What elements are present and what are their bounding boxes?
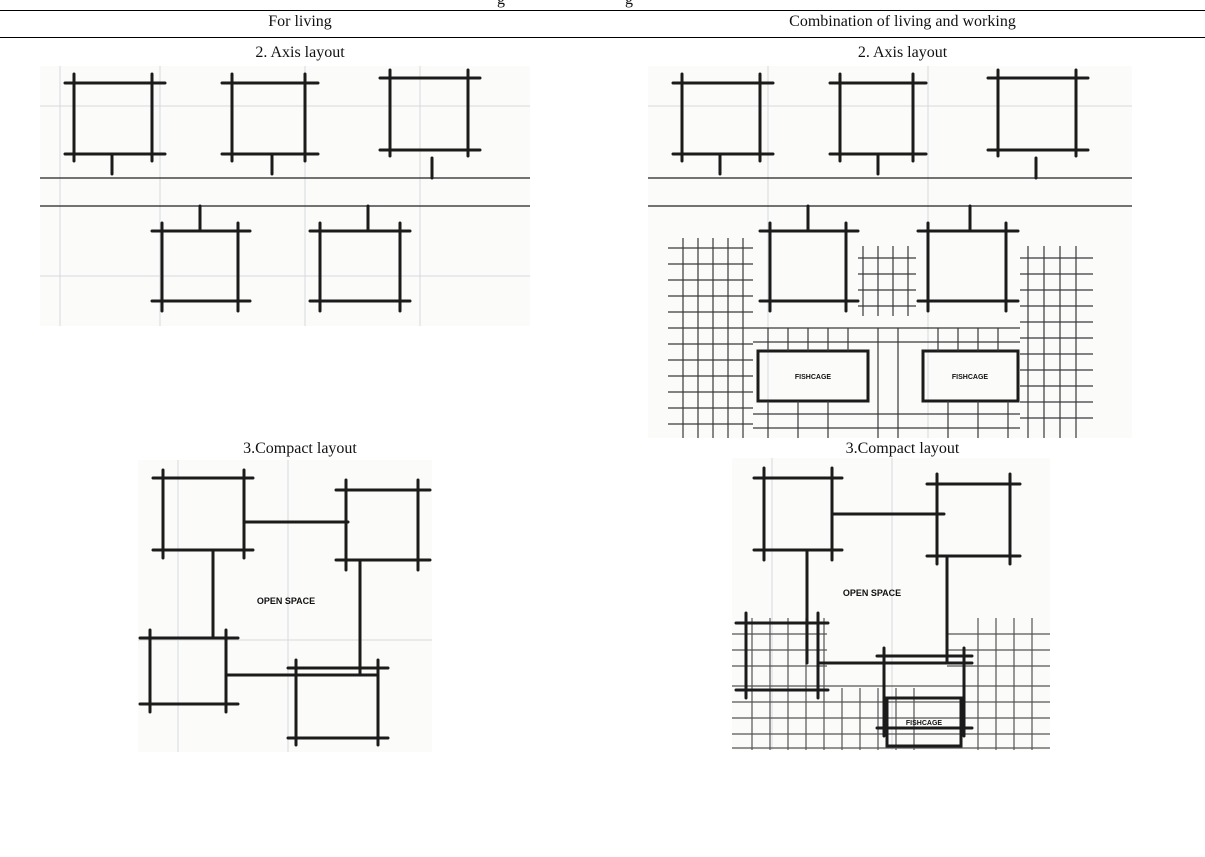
fishcage-label-1: FISHCAGE bbox=[795, 374, 832, 381]
caption-fragment-2: g bbox=[625, 0, 633, 9]
compact-layout-living-sketch: OPEN SPACE bbox=[138, 460, 432, 752]
column-header-living-working: Combination of living and working bbox=[789, 13, 1016, 30]
header-rule bbox=[0, 37, 1205, 38]
open-space-label-left: OPEN SPACE bbox=[257, 596, 315, 606]
compact-layout-living-working-sketch: OPEN SPACE FISHCAGE bbox=[732, 458, 1050, 750]
row-title-axis-right: 2. Axis layout bbox=[857, 44, 948, 61]
fishcage-label-2: FISHCAGE bbox=[952, 374, 989, 381]
column-header-living: For living bbox=[268, 13, 332, 30]
fishcage-label-3: FISHCAGE bbox=[906, 720, 943, 727]
row-title-compact-left: 3.Compact layout bbox=[243, 440, 357, 457]
open-space-label-right: OPEN SPACE bbox=[843, 588, 901, 598]
axis-layout-living-sketch bbox=[40, 66, 530, 326]
axis-layout-living-working-sketch: FISHCAGE FISHCAGE bbox=[648, 66, 1132, 438]
row-title-axis-left: 2. Axis layout bbox=[255, 44, 345, 61]
top-rule bbox=[0, 10, 1205, 11]
row-title-compact-right: 3.Compact layout bbox=[845, 440, 960, 457]
caption-fragment: g bbox=[497, 0, 505, 9]
